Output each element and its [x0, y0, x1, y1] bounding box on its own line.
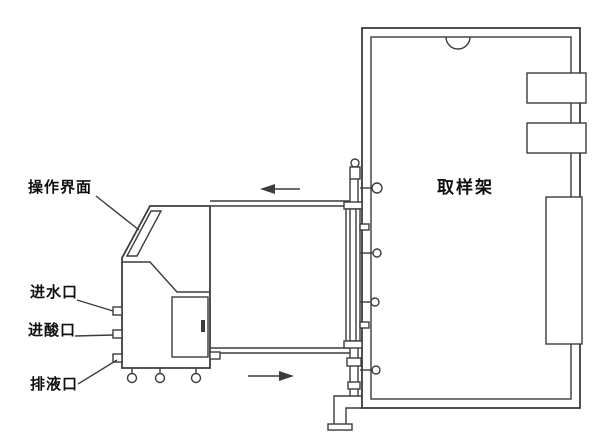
water-inlet-port: [112, 306, 123, 316]
caster-wheel-1: [126, 372, 138, 384]
arrowhead-right-icon: [279, 371, 294, 381]
caster-wheel-3: [190, 372, 202, 384]
operation-interface-label: 操作界面: [28, 178, 92, 196]
flow-arrow-right: [248, 371, 294, 381]
wall-mount-upper: [359, 223, 370, 231]
valve-assembly: [343, 158, 383, 396]
lower-fitting-1: [346, 357, 362, 367]
machine-door: [171, 296, 209, 358]
operation-panel: [125, 210, 163, 257]
flow-arrow-left: [260, 184, 300, 194]
lower-fitting-2: [347, 381, 361, 390]
machine: [112, 205, 221, 384]
top-sensor-cap: [350, 158, 360, 168]
right-bracket-lower: [526, 122, 587, 154]
machine-side-tab: [209, 351, 221, 360]
acid-inlet-label: 进酸口: [28, 321, 76, 339]
operation-interface-leader: [95, 195, 140, 231]
valve-handle-4: [371, 365, 381, 375]
valve-handle-3: [370, 297, 380, 307]
door-handle: [201, 320, 205, 332]
acid-inlet-leader: [74, 334, 114, 337]
drain-outlet-label: 排液口: [30, 375, 78, 393]
flange-bottom: [343, 340, 363, 349]
sampling-rack-label: 取样架: [437, 177, 494, 197]
label-acid-inlet: 进酸口: [28, 321, 114, 339]
right-bracket-upper: [526, 72, 587, 104]
label-operation-interface: 操作界面: [28, 178, 140, 231]
machine-outline: [121, 205, 211, 369]
arrowhead-left-icon: [260, 184, 275, 194]
enclosure-drain-elbow: [327, 395, 362, 431]
machine-casters: [126, 368, 202, 384]
machine-hopper-edge: [122, 261, 210, 293]
label-water-inlet: 进水口: [30, 283, 114, 312]
sampling-rack-enclosure: 取样架: [327, 27, 587, 431]
water-inlet-leader: [76, 299, 114, 312]
water-inlet-label: 进水口: [30, 283, 78, 301]
drain-flange: [327, 423, 353, 431]
pipe-top: [210, 200, 350, 207]
top-sensor-body: [349, 166, 361, 180]
wall-mount-lower: [359, 321, 370, 329]
flange-top: [343, 201, 363, 210]
label-drain-outlet: 排液口: [30, 359, 118, 393]
valve-handle-2: [372, 248, 382, 258]
right-tall-panel: [545, 196, 583, 345]
drain-outlet-port: [112, 353, 123, 363]
pipe-bottom: [210, 347, 350, 354]
acid-inlet-port: [112, 329, 123, 339]
drain-outlet-leader: [77, 359, 118, 385]
valve-handle-1: [371, 182, 383, 194]
top-vent-semicircle: [445, 36, 471, 50]
caster-wheel-2: [154, 372, 166, 384]
filter-column: [345, 208, 361, 342]
